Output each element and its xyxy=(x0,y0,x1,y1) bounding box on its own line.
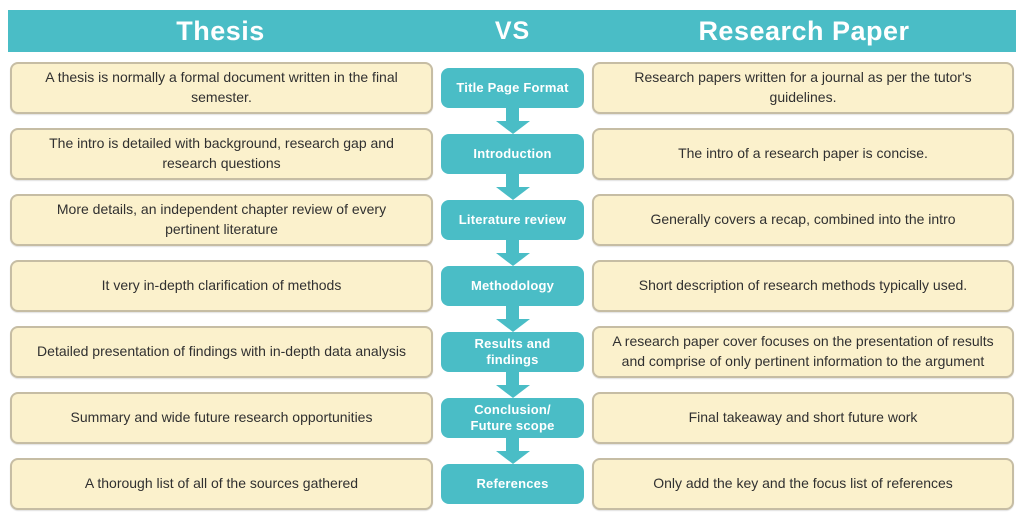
research-point-text: Research papers written for a journal as… xyxy=(634,69,972,105)
header-research: Research Paper xyxy=(698,15,910,46)
arrow-down-icon xyxy=(495,174,530,200)
thesis-point-text: A thesis is normally a formal document w… xyxy=(45,69,398,105)
research-point-box: Research papers written for a journal as… xyxy=(592,62,1014,114)
step-cell: Results and findings xyxy=(441,326,584,398)
research-point-text: Final takeaway and short future work xyxy=(688,409,918,426)
thesis-point-box: The intro is detailed with background, r… xyxy=(10,128,433,180)
step-label: Literature review xyxy=(458,211,567,227)
research-point-text: Short description of research methods ty… xyxy=(638,277,968,294)
arrow-down-icon xyxy=(495,240,530,266)
research-point-text: The intro of a research paper is concise… xyxy=(678,145,928,162)
step-box: Introduction xyxy=(441,134,584,174)
step-box: References xyxy=(441,464,584,504)
research-point-box: A research paper cover focuses on the pr… xyxy=(592,326,1014,378)
step-label: References xyxy=(476,475,549,491)
header-thesis: Thesis xyxy=(176,15,265,46)
thesis-point-box: A thorough list of all of the sources ga… xyxy=(10,458,433,510)
step-label: Conclusion/ Future scope xyxy=(470,401,555,433)
step-cell: References xyxy=(441,458,584,510)
step-cell: Methodology xyxy=(441,260,584,332)
research-point-box: Generally covers a recap, combined into … xyxy=(592,194,1014,246)
step-cell: Introduction xyxy=(441,128,584,200)
thesis-point-box: Detailed presentation of findings with i… xyxy=(10,326,433,378)
thesis-point-text: It very in-depth clarification of method… xyxy=(101,277,342,294)
step-label: Results and findings xyxy=(474,335,551,367)
thesis-point-text: Summary and wide future research opportu… xyxy=(70,409,373,426)
research-point-text: Only add the key and the focus list of r… xyxy=(653,475,953,492)
step-label: Methodology xyxy=(470,277,555,293)
step-cell: Literature review xyxy=(441,194,584,266)
step-box: Literature review xyxy=(441,200,584,240)
research-point-text: A research paper cover focuses on the pr… xyxy=(612,333,994,369)
arrow-down-icon xyxy=(495,108,530,134)
research-point-box: The intro of a research paper is concise… xyxy=(592,128,1014,180)
step-label: Introduction xyxy=(473,145,552,161)
arrow-down-icon xyxy=(495,306,530,332)
thesis-point-text: Detailed presentation of findings with i… xyxy=(37,343,406,360)
step-box: Methodology xyxy=(441,266,584,306)
thesis-point-text: More details, an independent chapter rev… xyxy=(56,201,387,237)
step-label: Title Page Format xyxy=(456,79,569,95)
header-vs: VS xyxy=(494,16,531,45)
research-point-box: Only add the key and the focus list of r… xyxy=(592,458,1014,510)
thesis-point-box: More details, an independent chapter rev… xyxy=(10,194,433,246)
step-cell: Title Page Format xyxy=(441,62,584,134)
step-box: Results and findings xyxy=(441,332,584,372)
step-box: Title Page Format xyxy=(441,68,584,108)
research-point-box: Final takeaway and short future work xyxy=(592,392,1014,444)
step-cell: Conclusion/ Future scope xyxy=(441,392,584,464)
thesis-point-text: The intro is detailed with background, r… xyxy=(49,135,394,171)
thesis-point-box: Summary and wide future research opportu… xyxy=(10,392,433,444)
thesis-point-box: A thesis is normally a formal document w… xyxy=(10,62,433,114)
step-box: Conclusion/ Future scope xyxy=(441,398,584,438)
research-point-text: Generally covers a recap, combined into … xyxy=(650,211,956,228)
research-point-box: Short description of research methods ty… xyxy=(592,260,1014,312)
arrow-down-icon xyxy=(495,438,530,464)
thesis-point-box: It very in-depth clarification of method… xyxy=(10,260,433,312)
thesis-point-text: A thorough list of all of the sources ga… xyxy=(84,475,359,492)
comparison-rows: A thesis is normally a formal document w… xyxy=(10,62,1014,510)
header-bar: Thesis VS Research Paper xyxy=(8,10,1016,52)
arrow-down-icon xyxy=(495,372,530,398)
